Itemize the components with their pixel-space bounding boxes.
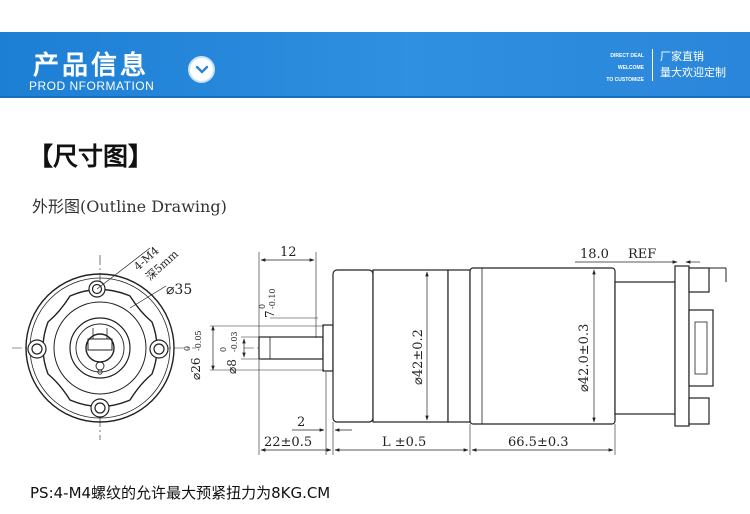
dim-collar-gap: 2 xyxy=(297,415,305,430)
svg-text:-0.05: -0.05 xyxy=(194,330,203,351)
mounting-hole-right xyxy=(149,339,169,359)
front-labels: 4-M4 深5mm ⌀35 xyxy=(131,244,192,298)
dim-motor-diameter: ⌀42.0±0.3 xyxy=(577,324,592,392)
front-view xyxy=(12,247,196,440)
scroll-down-button[interactable] xyxy=(188,56,215,83)
section-subtitle: 外形图(Outline Drawing) xyxy=(32,197,227,216)
header-banner: 产品信息 PROD NFORMATION DIRECT DEAL WELCOME… xyxy=(0,32,750,98)
slogan-en-line1: DIRECT DEAL xyxy=(610,53,644,59)
dim-shaft-length: 12 xyxy=(280,245,297,260)
banner-underline xyxy=(0,96,750,98)
slogan-cn: 厂家直销 量大欢迎定制 xyxy=(660,49,726,81)
dim-boss-diameter: ⌀26 0 -0.05 xyxy=(183,330,203,380)
mounting-hole-left xyxy=(27,339,47,359)
mounting-hole-bottom xyxy=(90,398,110,418)
svg-text:0: 0 xyxy=(258,304,267,309)
dim-gearbox-diameter: ⌀42±0.2 xyxy=(411,329,426,385)
dim-key-tolerance: 7 0 -0.10 xyxy=(258,288,277,318)
side-view xyxy=(210,252,727,455)
svg-text:0: 0 xyxy=(183,346,192,351)
chevron-down-icon xyxy=(195,65,208,73)
svg-text:-0.03: -0.03 xyxy=(230,331,239,352)
dim-ref-value: 18.0 xyxy=(580,247,609,262)
svg-text:⌀8: ⌀8 xyxy=(225,359,239,374)
svg-text:-0.10: -0.10 xyxy=(268,288,277,309)
page-title: 产品信息 xyxy=(33,51,150,81)
dim-gearbox-length: L ±0.5 xyxy=(382,435,426,450)
svg-text:⌀26: ⌀26 xyxy=(189,358,203,381)
torque-note: PS:4-M4螺纹的允许最大预紧扭力为8KG.CM xyxy=(30,484,331,502)
slogan-en-line3: TO CUSTOMIZE xyxy=(606,77,644,83)
slogan-cn-line2: 量大欢迎定制 xyxy=(660,66,726,79)
slogan-en: DIRECT DEAL WELCOME TO CUSTOMIZE xyxy=(592,50,644,86)
dim-front-length: 22±0.5 xyxy=(264,435,312,450)
side-labels: 12 7 0 -0.10 ⌀26 0 -0.05 ⌀8 0 -0.03 ⌀42±… xyxy=(183,245,656,450)
bolt-circle-label: ⌀35 xyxy=(166,282,192,298)
dim-shaft-diameter: ⌀8 0 -0.03 xyxy=(219,331,239,374)
slogan-en-line2: WELCOME xyxy=(617,65,644,71)
dim-ref-label: REF xyxy=(628,247,656,262)
section-title: 【尺寸图】 xyxy=(28,142,154,171)
slogan-divider xyxy=(652,49,653,81)
svg-text:0: 0 xyxy=(219,347,228,352)
page-title-en: PROD NFORMATION xyxy=(29,79,155,93)
svg-text:7: 7 xyxy=(263,310,277,318)
slogan-cn-line1: 厂家直销 xyxy=(660,50,704,63)
dim-motor-length: 66.5±0.3 xyxy=(508,435,569,450)
